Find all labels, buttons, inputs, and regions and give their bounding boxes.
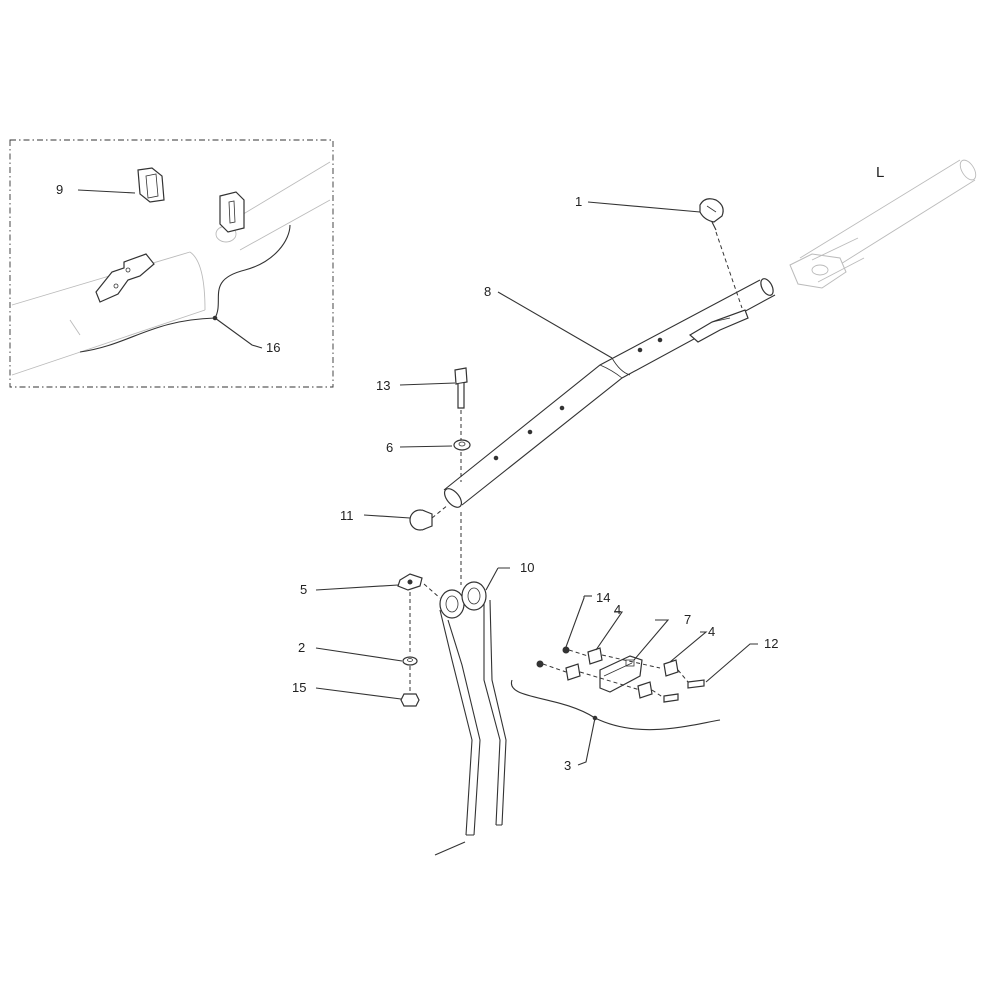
leader-13 bbox=[399, 382, 456, 386]
inset-tube-bracket bbox=[219, 191, 245, 233]
part-4-plate-b bbox=[565, 663, 581, 681]
callout-labels: 1 2 3 4 4 5 6 7 8 9 10 11 12 13 14 15 16… bbox=[56, 164, 884, 773]
part-9-clip bbox=[137, 167, 165, 203]
ghost-tube-right bbox=[789, 159, 977, 289]
part-4-plate-d bbox=[637, 681, 653, 699]
side-marker-label: L bbox=[876, 164, 884, 181]
leader-5 bbox=[315, 584, 399, 591]
leader-14 bbox=[565, 596, 585, 648]
callout-1: 1 bbox=[575, 194, 582, 209]
leader-4b bbox=[669, 631, 708, 663]
part-14-nut-a bbox=[562, 646, 570, 654]
leader-16 bbox=[214, 317, 263, 349]
inset-flat-bracket bbox=[95, 253, 155, 303]
part-11-cap bbox=[409, 509, 433, 531]
callout-6: 6 bbox=[386, 440, 393, 455]
leader-10 bbox=[485, 567, 510, 591]
detail-inset bbox=[9, 139, 334, 388]
callout-7: 7 bbox=[684, 612, 691, 627]
part-4-plate-c bbox=[663, 659, 679, 677]
leader-7 bbox=[633, 619, 670, 661]
inset-assembly-curve bbox=[79, 224, 291, 353]
part-13-bolt bbox=[454, 367, 468, 409]
part-10-spring-tine bbox=[439, 581, 507, 836]
callout-13: 13 bbox=[376, 378, 390, 393]
callout-3: 3 bbox=[564, 758, 571, 773]
part-1-linch-pin bbox=[699, 198, 724, 231]
part-8-main-tube bbox=[443, 278, 776, 508]
part-5-bracket bbox=[397, 573, 423, 591]
callout-4a: 4 bbox=[614, 602, 621, 617]
leader-9 bbox=[77, 189, 136, 194]
callout-11: 11 bbox=[340, 508, 354, 523]
ground-mark bbox=[434, 841, 466, 856]
leader-15 bbox=[315, 687, 402, 700]
leader-2 bbox=[315, 647, 403, 662]
part-12-bolt-b bbox=[663, 693, 679, 703]
part-15-nut bbox=[400, 693, 420, 707]
leader-6 bbox=[399, 445, 453, 448]
callout-10: 10 bbox=[520, 560, 534, 575]
callout-4b: 4 bbox=[708, 624, 715, 639]
part-14-nut-b bbox=[536, 660, 544, 668]
leader-11 bbox=[363, 514, 411, 519]
callout-16: 16 bbox=[266, 340, 280, 355]
callout-8: 8 bbox=[484, 284, 491, 299]
callout-2: 2 bbox=[298, 640, 305, 655]
part-12-bolt-a bbox=[687, 679, 705, 689]
leader-8 bbox=[497, 291, 613, 359]
callout-15: 15 bbox=[292, 680, 306, 695]
callout-14: 14 bbox=[596, 590, 610, 605]
callout-5: 5 bbox=[300, 582, 307, 597]
leader-12 bbox=[705, 643, 758, 683]
leader-3 bbox=[577, 717, 596, 766]
chain-1 bbox=[715, 231, 743, 309]
part-2-washer bbox=[402, 656, 418, 666]
leader-1 bbox=[587, 201, 701, 213]
tine-guard-assembly bbox=[511, 646, 721, 731]
part-7-guard bbox=[599, 655, 643, 693]
detail-inset-border bbox=[9, 139, 334, 388]
leader-4a bbox=[595, 611, 624, 651]
callout-9: 9 bbox=[56, 182, 63, 197]
part-4-plate-a bbox=[587, 647, 603, 665]
part-6-washer bbox=[453, 439, 471, 451]
callout-12: 12 bbox=[764, 636, 778, 651]
